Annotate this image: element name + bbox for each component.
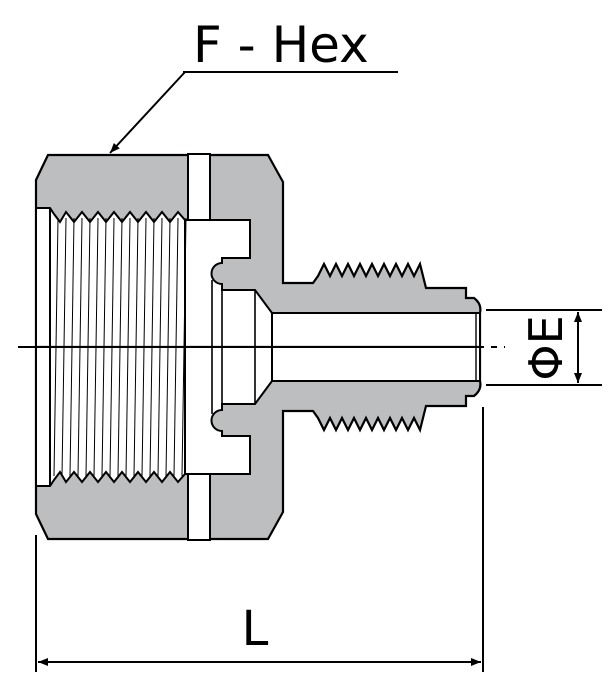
hex-leader-arrow [109,71,186,154]
thread-line [117,217,123,477]
diameter-label: ΦE [519,315,573,380]
thread-line [53,217,59,477]
length-label: L [242,601,269,657]
fitting-body-upper [34,152,482,349]
hex-label: F - Hex [193,16,369,74]
thread-line [173,217,179,477]
thread-line [109,217,115,477]
